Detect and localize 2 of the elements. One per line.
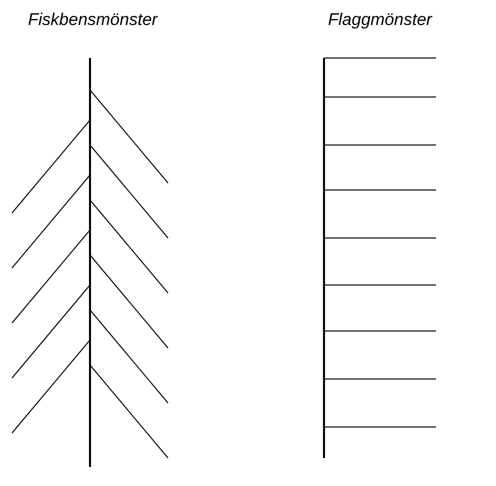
pattern-title: Flaggmönster <box>328 10 432 30</box>
pattern-title: Fiskbensmönster <box>28 10 158 30</box>
